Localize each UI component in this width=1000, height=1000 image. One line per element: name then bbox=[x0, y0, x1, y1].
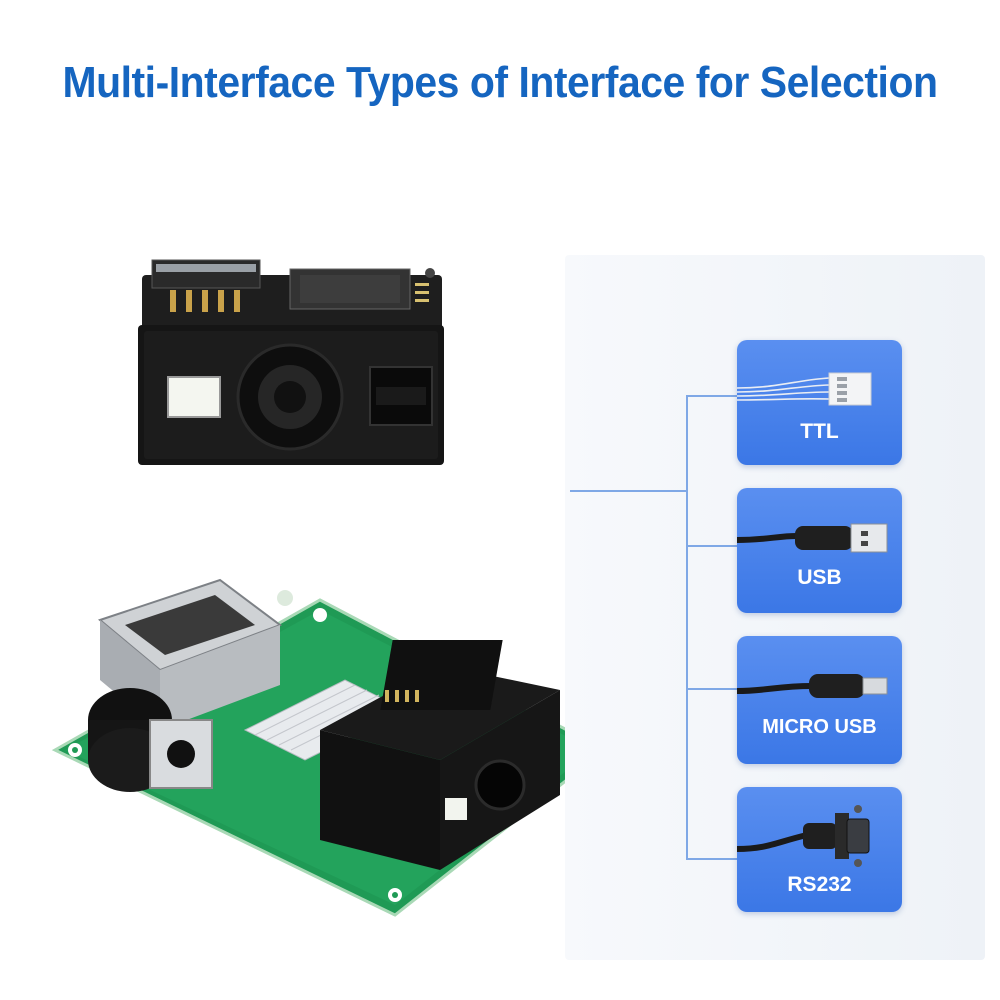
interface-card-ttl[interactable]: TTL bbox=[737, 340, 902, 465]
usb-a-connector-icon bbox=[737, 523, 888, 553]
barcode-scanner-module-image bbox=[138, 259, 444, 465]
connector-line-micro-usb bbox=[686, 688, 738, 690]
connector-line-rs232 bbox=[686, 858, 738, 860]
connector-line-vertical bbox=[686, 395, 688, 860]
micro-usb-connector-icon bbox=[737, 674, 888, 698]
scanner-decoder-board-image bbox=[51, 578, 608, 917]
connector-line-ttl bbox=[686, 395, 738, 397]
interface-label-usb: USB bbox=[797, 566, 842, 589]
interface-label-micro-usb: MICRO USB bbox=[762, 716, 877, 738]
connector-line-main bbox=[570, 490, 688, 492]
interface-card-rs232[interactable]: RS232 bbox=[737, 787, 902, 912]
interface-card-micro-usb[interactable]: MICRO USB bbox=[737, 636, 902, 764]
ttl-4pin-connector-icon bbox=[737, 372, 872, 406]
interface-label-rs232: RS232 bbox=[787, 873, 852, 896]
interface-label-ttl: TTL bbox=[800, 420, 839, 443]
page-title: Multi-Interface Types of Interface for S… bbox=[62, 58, 938, 107]
rs232-db9-connector-icon bbox=[737, 805, 870, 867]
interface-card-usb[interactable]: USB bbox=[737, 488, 902, 613]
connector-line-usb bbox=[686, 545, 738, 547]
